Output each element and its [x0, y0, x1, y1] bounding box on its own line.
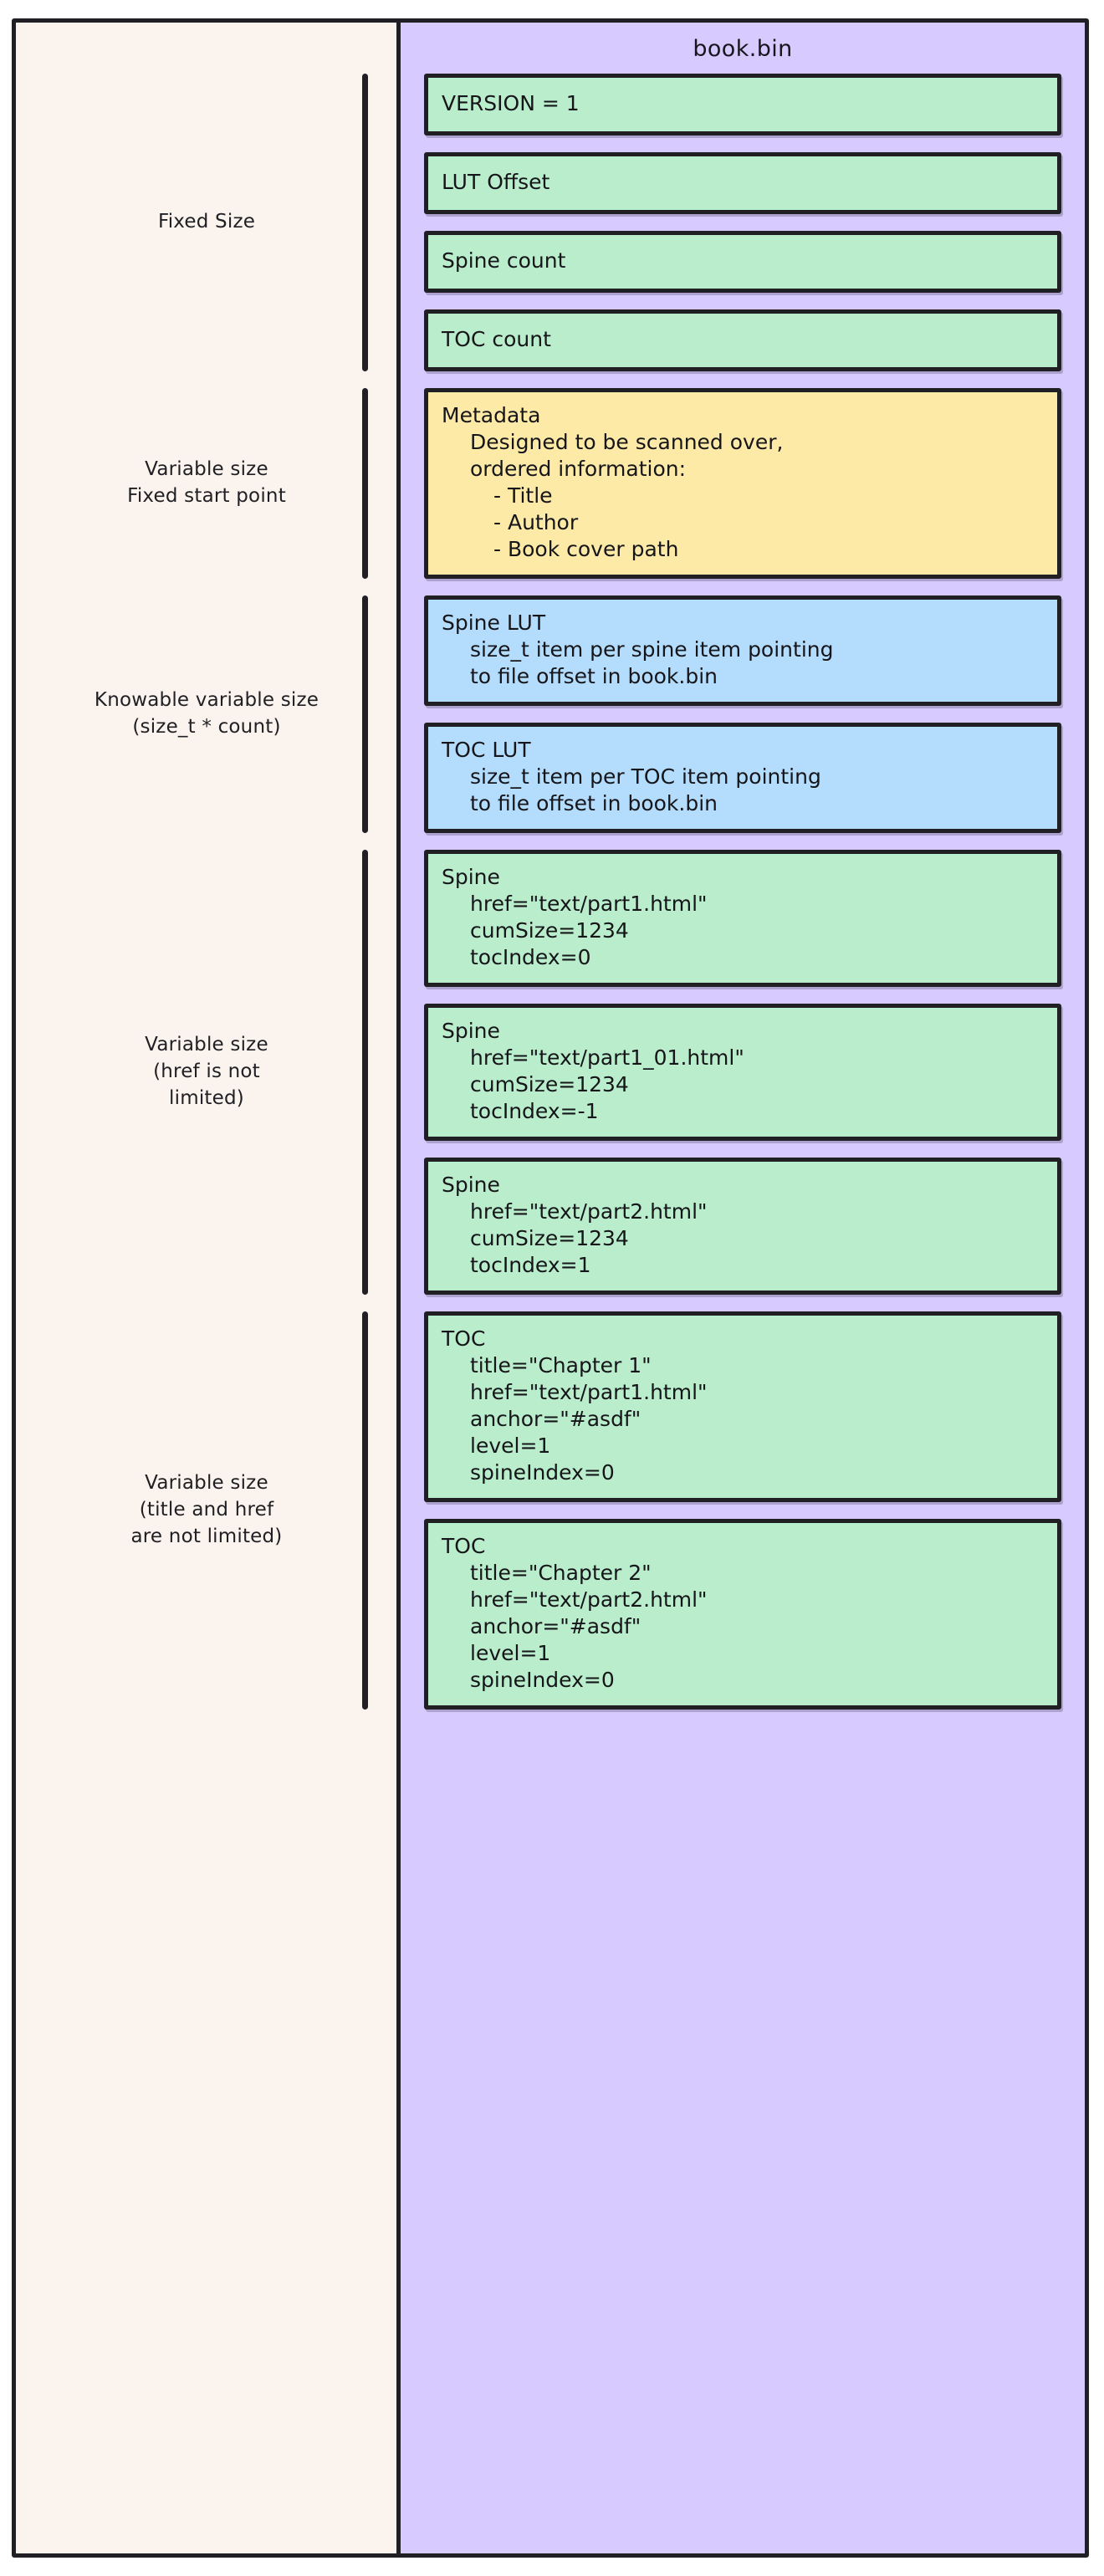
record-block: VERSION = 1 — [424, 74, 1061, 135]
block-line: anchor="#asdf" — [470, 1407, 641, 1431]
block-line: tocIndex=0 — [470, 945, 591, 969]
block-title: TOC LUT — [442, 738, 531, 762]
block-title: Spine LUT — [442, 611, 546, 635]
record-block: LUT Offset — [424, 152, 1061, 214]
group-annotation: Variable size (href is not limited) — [145, 1034, 268, 1109]
block-line: ordered information: — [470, 457, 687, 481]
block-line: - Book cover path — [493, 537, 679, 561]
block-line: to file offset in book.bin — [470, 664, 718, 688]
block-line: href="text/part1_01.html" — [470, 1045, 744, 1070]
group-annotation: Knowable variable size (size_t * count) — [94, 689, 319, 738]
block-line: level=1 — [470, 1641, 551, 1665]
block-line: level=1 — [470, 1434, 551, 1458]
block-title: Spine — [442, 1173, 500, 1197]
block-line: Designed to be scanned over, — [470, 430, 784, 454]
block-line: anchor="#asdf" — [470, 1614, 641, 1638]
record-block: Spine count — [424, 231, 1061, 293]
block-line: spineIndex=0 — [470, 1668, 615, 1692]
record-block: TOC count — [424, 309, 1061, 371]
block-line: cumSize=1234 — [470, 918, 629, 943]
block-title: Spine — [442, 1019, 500, 1043]
block-title: VERSION = 1 — [442, 91, 580, 115]
block-line: tocIndex=1 — [470, 1253, 591, 1277]
group-annotation: Variable size (title and href are not li… — [130, 1472, 283, 1547]
group-bracket — [362, 1311, 368, 1710]
block-title: TOC — [442, 1326, 486, 1351]
group-bracket — [362, 74, 368, 371]
block-line: cumSize=1234 — [470, 1226, 629, 1250]
block-line: size_t item per TOC item pointing — [470, 764, 821, 789]
block-title: Spine — [442, 865, 500, 889]
block-line: href="text/part1.html" — [470, 1380, 708, 1404]
block-title: LUT Offset — [442, 170, 550, 194]
block-line: - Title — [493, 483, 553, 508]
group-bracket — [362, 850, 368, 1295]
group-annotation: Fixed Size — [157, 211, 256, 233]
block-line: href="text/part1.html" — [470, 892, 708, 916]
block-line: size_t item per spine item pointing — [470, 637, 834, 662]
block-title: TOC count — [442, 327, 551, 351]
record-block: TOC title="Chapter 2"href="text/part2.htm… — [424, 1519, 1061, 1710]
block-line: - Author — [493, 510, 579, 534]
block-line: title="Chapter 1" — [470, 1353, 652, 1377]
block-title: TOC — [442, 1534, 486, 1558]
block-line: href="text/part2.html" — [470, 1199, 708, 1224]
group-annotation: Variable size Fixed start point — [127, 458, 286, 507]
group-bracket — [362, 595, 368, 833]
block-title: Spine count — [442, 248, 566, 273]
block-line: cumSize=1234 — [470, 1072, 629, 1096]
file-title: book.bin — [693, 36, 793, 62]
block-title: Metadata — [442, 403, 541, 427]
group-bracket — [362, 388, 368, 579]
block-line: href="text/part2.html" — [470, 1587, 708, 1612]
block-line: title="Chapter 2" — [470, 1561, 652, 1585]
block-line: to file offset in book.bin — [470, 791, 718, 815]
block-line: spineIndex=0 — [470, 1460, 615, 1485]
block-line: tocIndex=-1 — [470, 1099, 599, 1123]
